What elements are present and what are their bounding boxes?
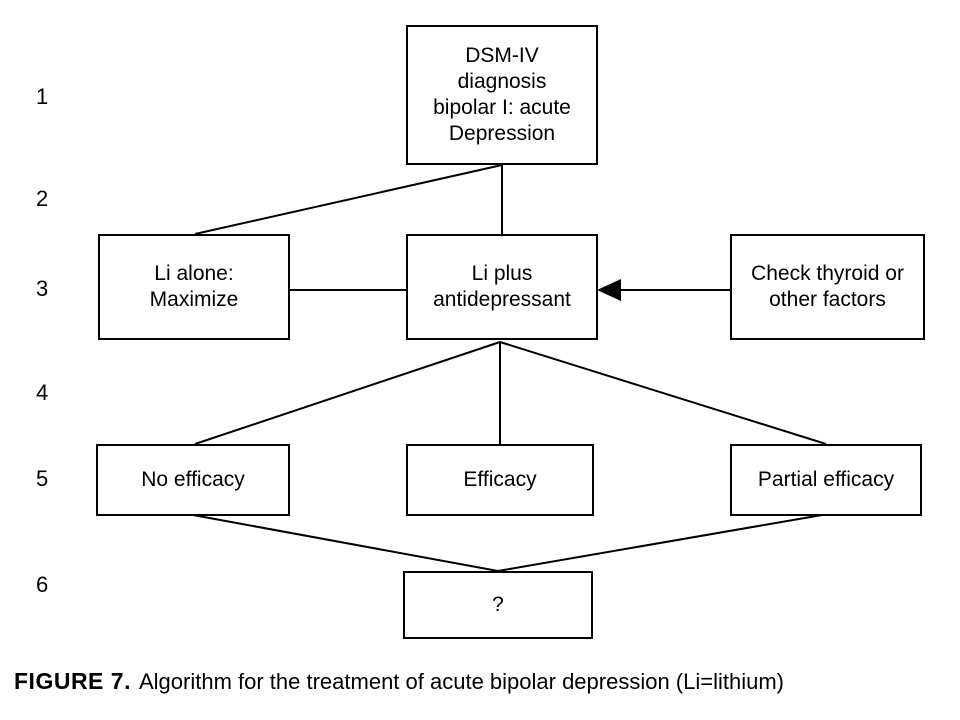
node-li-alone-label: Li alone: Maximize <box>149 262 239 311</box>
node-partial-efficacy: Partial efficacy <box>730 444 922 516</box>
edge-diagnosis-to-li-alone <box>194 164 503 235</box>
node-efficacy: Efficacy <box>406 444 594 516</box>
node-efficacy-label: Efficacy <box>463 468 537 491</box>
step-label-3: 3 <box>36 276 49 301</box>
edge-li-plus-to-partial-efficacy <box>499 341 827 445</box>
node-li-alone: Li alone: Maximize <box>98 234 290 340</box>
edge-partial-efficacy-to-unknown <box>497 514 823 572</box>
node-li-plus-antidepressant: Li plus antidepressant <box>406 234 598 340</box>
step-label-6: 6 <box>36 572 49 597</box>
node-unknown-label: ? <box>492 593 504 616</box>
node-no-efficacy: No efficacy <box>96 444 290 516</box>
node-no-efficacy-label: No efficacy <box>141 468 245 491</box>
figure-caption: FIGURE 7. Algorithm for the treatment of … <box>14 668 784 695</box>
edge-no-efficacy-to-unknown <box>192 514 499 572</box>
arrowhead-into-li-plus <box>597 279 621 301</box>
figure-number: FIGURE 7. <box>14 668 131 694</box>
node-li-plus-label: Li plus antidepressant <box>433 262 571 311</box>
node-partial-efficacy-label: Partial efficacy <box>757 468 895 491</box>
step-label-5: 5 <box>36 466 49 491</box>
figure-caption-text: Algorithm for the treatment of acute bip… <box>138 669 785 694</box>
node-check-thyroid: Check thyroid or other factors <box>730 234 925 340</box>
step-label-2: 2 <box>36 186 49 211</box>
edge-li-plus-to-no-efficacy <box>194 341 501 445</box>
node-check-thyroid-label: Check thyroid or other factors <box>751 262 904 311</box>
step-label-1: 1 <box>36 84 49 109</box>
node-diagnosis-label: DSM-IV diagnosis bipolar I: acute Depres… <box>433 44 571 145</box>
step-label-4: 4 <box>36 380 49 405</box>
node-diagnosis: DSM-IV diagnosis bipolar I: acute Depres… <box>406 25 598 165</box>
node-unknown: ? <box>403 571 593 639</box>
